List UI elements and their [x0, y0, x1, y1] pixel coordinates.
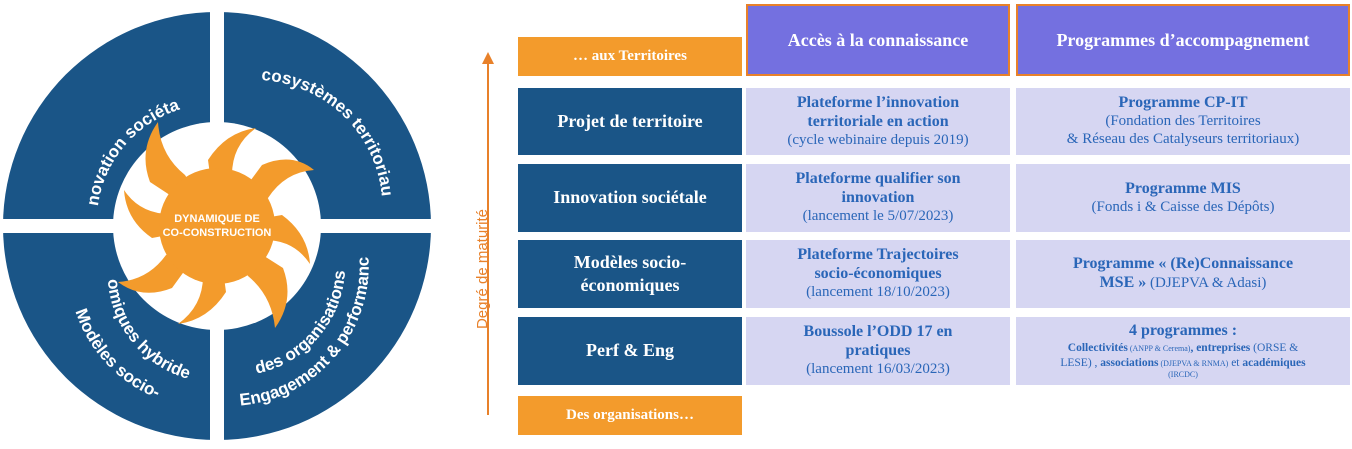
- cell-programme-row2: Programme MIS (Fonds i & Caisse des Dépô…: [1016, 164, 1350, 232]
- cell-programme-row4: 4 programmes : Collectivités (ANPP & Cer…: [1016, 317, 1350, 385]
- row-header-innovation-societale: Innovation sociétale: [518, 164, 742, 232]
- row-header-modeles: Modèles socio- économiques: [518, 240, 742, 308]
- cell-programme-row3: Programme « (Re)Connaissance MSE » (DJEP…: [1016, 240, 1350, 308]
- row-header-perf-eng: Perf & Eng: [518, 317, 742, 385]
- cell-acces-row2: Plateforme qualifier son innovation (lan…: [746, 164, 1010, 232]
- top-orange-label: … aux Territoires: [518, 37, 742, 76]
- cell-acces-row4: Boussole l’ODD 17 en pratiques (lancemen…: [746, 317, 1010, 385]
- co-construction-wheel: DYNAMIQUE DE CO-CONSTRUCTION Innovation …: [0, 0, 470, 449]
- cell-acces-row1: Plateforme l’innovation territoriale en …: [746, 88, 1010, 155]
- bottom-orange-label: Des organisations…: [518, 396, 742, 435]
- column-header-programmes: Programmes d’accompagnement: [1016, 4, 1350, 76]
- cell-acces-row3: Plateforme Trajectoires socio-économique…: [746, 240, 1010, 308]
- wheel-center-line1: DYNAMIQUE DE: [174, 213, 260, 225]
- column-header-acces: Accès à la connaissance: [746, 4, 1010, 76]
- maturity-axis-label: Degré de maturité: [474, 164, 496, 374]
- wheel-center-line2: CO-CONSTRUCTION: [163, 227, 272, 239]
- cell-programme-row1: Programme CP-IT (Fondation des Territoir…: [1016, 88, 1350, 155]
- row-header-projet-territoire: Projet de territoire: [518, 88, 742, 155]
